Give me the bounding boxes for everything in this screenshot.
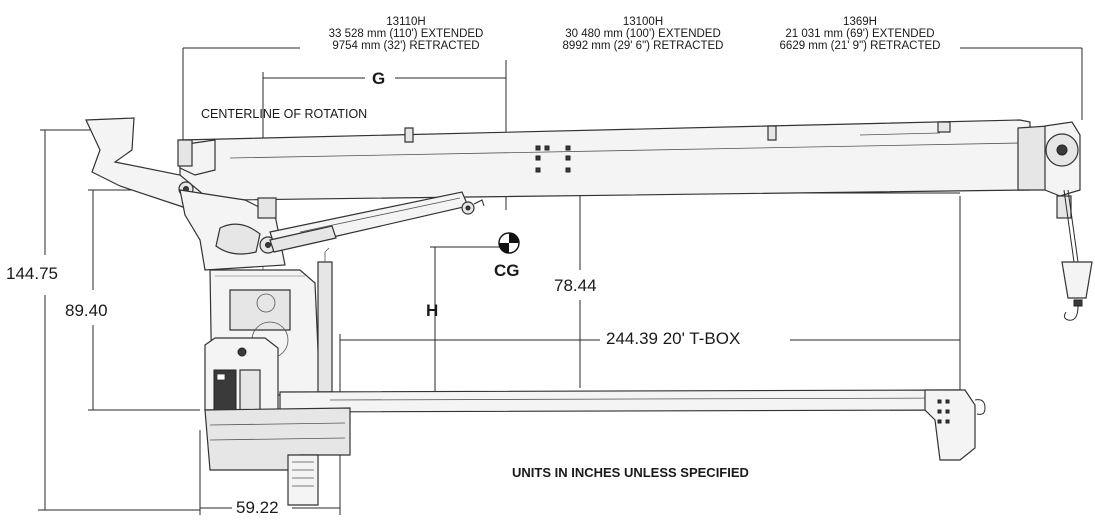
base-width-dim: 59.22 (232, 499, 283, 516)
spec-1369h-name: 1369H (843, 16, 877, 28)
turret (179, 189, 485, 271)
spec-1369h: 1369H 21 031 mm (69') EXTENDED 6629 mm (… (752, 16, 968, 52)
tbox-length-dim: 244.39 20' T-BOX (602, 330, 745, 347)
spec-13100h-retracted: 8992 mm (29' 6") RETRACTED (562, 40, 724, 52)
spec-13100h-extended: 30 480 mm (100') EXTENDED (565, 28, 721, 40)
cg-label: CG (494, 261, 520, 280)
mount-height-dim: 89.40 (61, 302, 112, 319)
units-note: UNITS IN INCHES UNLESS SPECIFIED (512, 465, 749, 480)
g-label: G (372, 69, 386, 88)
centerline-label: CENTERLINE OF ROTATION (201, 107, 368, 121)
spec-13110h-retracted: 9754 mm (32') RETRACTED (332, 40, 480, 52)
cg-symbol (498, 232, 520, 254)
spec-1369h-retracted: 6629 mm (21' 9") RETRACTED (779, 40, 941, 52)
spec-13110h-extended: 33 528 mm (110') EXTENDED (328, 28, 484, 40)
spec-13110h-name: 13110H (386, 16, 426, 28)
pedestal (204, 247, 986, 506)
h-label: H (426, 301, 439, 320)
spec-13100h: 13100H 30 480 mm (100') EXTENDED 8992 mm… (535, 16, 751, 52)
spec-1369h-extended: 21 031 mm (69') EXTENDED (785, 28, 935, 40)
spec-13100h-name: 13100H (622, 16, 664, 28)
overall-height-dim: 144.75 (2, 265, 62, 282)
spec-13110h: 13110H 33 528 mm (110') EXTENDED 9754 mm… (298, 16, 514, 52)
boom-height-dim: 78.44 (550, 277, 601, 294)
boom (179, 119, 1093, 321)
